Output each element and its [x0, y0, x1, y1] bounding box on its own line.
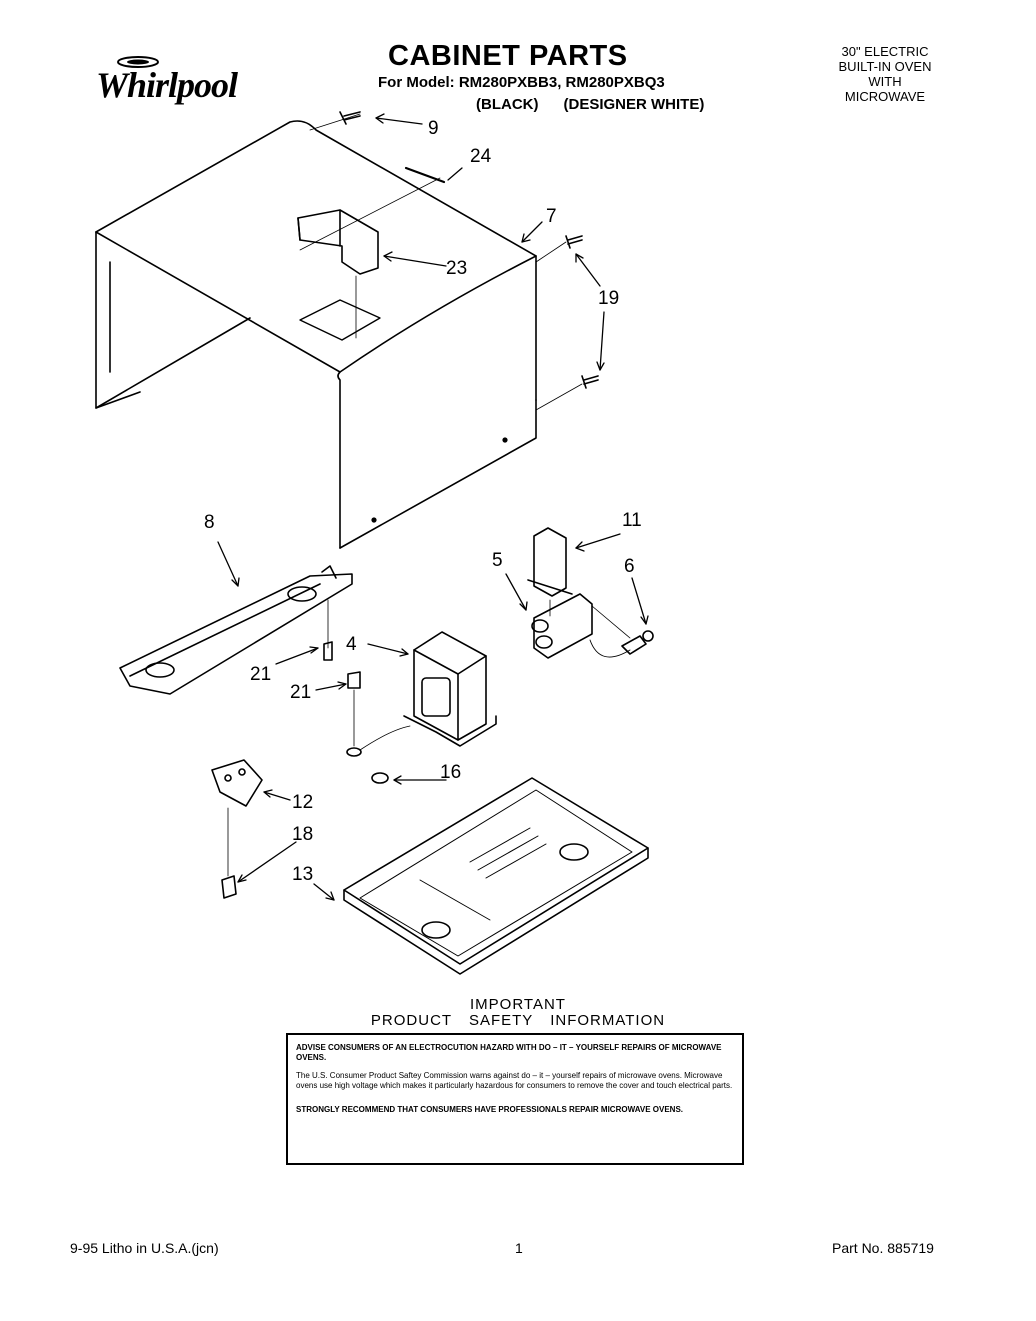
callout-19: 19: [598, 288, 619, 309]
parts-diagram: 9 24 7 23 19 8 11 5 6 4 21 21 16 12 18 1…: [95, 111, 654, 975]
callout-12: 12: [292, 792, 313, 813]
callout-7: 7: [546, 206, 557, 227]
callout-11: 11: [622, 510, 642, 531]
screw-18: [221, 875, 237, 899]
product-line: WITH: [868, 74, 902, 89]
important-heading: IMPORTANT: [470, 996, 566, 1013]
safety-notice-box: ADVISE CONSUMERS OF AN ELECTROCUTION HAZ…: [286, 1033, 744, 1165]
part-4-transformer: [359, 631, 497, 751]
callout-21-a: 21: [250, 664, 271, 685]
part-number: Part No. 885719: [832, 1240, 934, 1256]
notice-paragraph-commission: The U.S. Consumer Product Saftey Commiss…: [296, 1071, 733, 1090]
screw-19-top: [535, 235, 583, 263]
screw-19-bottom: [535, 375, 599, 411]
part-13-base-pan: [343, 777, 649, 975]
variant-white: (DESIGNER WHITE): [563, 96, 705, 113]
callout-4: 4: [346, 634, 357, 655]
callout-24: 24: [470, 146, 492, 167]
notice-paragraph-recommend: STRONGLY RECOMMEND THAT CONSUMERS HAVE P…: [296, 1105, 683, 1114]
part-16-grommet: [371, 772, 389, 784]
callout-5: 5: [492, 550, 503, 571]
callout-labels: 9 24 7 23 19 8 11 5 6 4 21 21 16 12 18 1…: [204, 118, 642, 885]
safety-subheading: PRODUCT SAFETY INFORMATION: [370, 1012, 666, 1029]
part-6-diode: [591, 605, 654, 655]
part-12-plate: [211, 759, 263, 877]
callout-23: 23: [446, 258, 467, 279]
model-line: For Model: RM280PXBB3, RM280PXBQ3: [378, 74, 665, 91]
callout-21-b: 21: [290, 682, 311, 703]
whirlpool-logo: Whirlpool: [92, 50, 252, 110]
part-11-bracket: [527, 527, 573, 617]
page-number: 1: [515, 1240, 523, 1256]
callout-18: 18: [292, 824, 313, 845]
callout-9: 9: [428, 118, 439, 139]
part-24-strip: [404, 166, 446, 184]
cabinet-wrapper: [95, 120, 537, 549]
product-description: 30" ELECTRIC BUILT-IN OVEN WITH MICROWAV…: [820, 44, 950, 104]
callout-16: 16: [440, 762, 461, 783]
leader-arrows: [217, 113, 649, 901]
part-5-capacitor: [531, 593, 631, 659]
product-line: MICROWAVE: [844, 89, 926, 104]
product-line: 30" ELECTRIC: [841, 44, 929, 59]
footer-print-info: 9-95 Litho in U.S.A.(jcn): [70, 1240, 219, 1256]
screw-9: [309, 111, 361, 131]
page-title: CABINET PARTS: [388, 40, 628, 72]
logo-swirl-icon: [117, 56, 159, 68]
variant-black: (BLACK): [476, 96, 539, 113]
brand-name: Whirlpool: [96, 65, 238, 105]
screw-21-a: [323, 641, 333, 661]
callout-13: 13: [292, 864, 313, 885]
part-23-bracket: [297, 209, 379, 339]
callout-6: 6: [624, 556, 635, 577]
part-8-rail: [119, 565, 353, 695]
screw-21-b: [346, 671, 362, 757]
callout-8: 8: [204, 512, 215, 533]
product-line: BUILT-IN OVEN: [838, 59, 932, 74]
notice-paragraph-advise: ADVISE CONSUMERS OF AN ELECTROCUTION HAZ…: [296, 1043, 722, 1062]
variant-line: (BLACK) (DESIGNER WHITE): [476, 96, 704, 113]
